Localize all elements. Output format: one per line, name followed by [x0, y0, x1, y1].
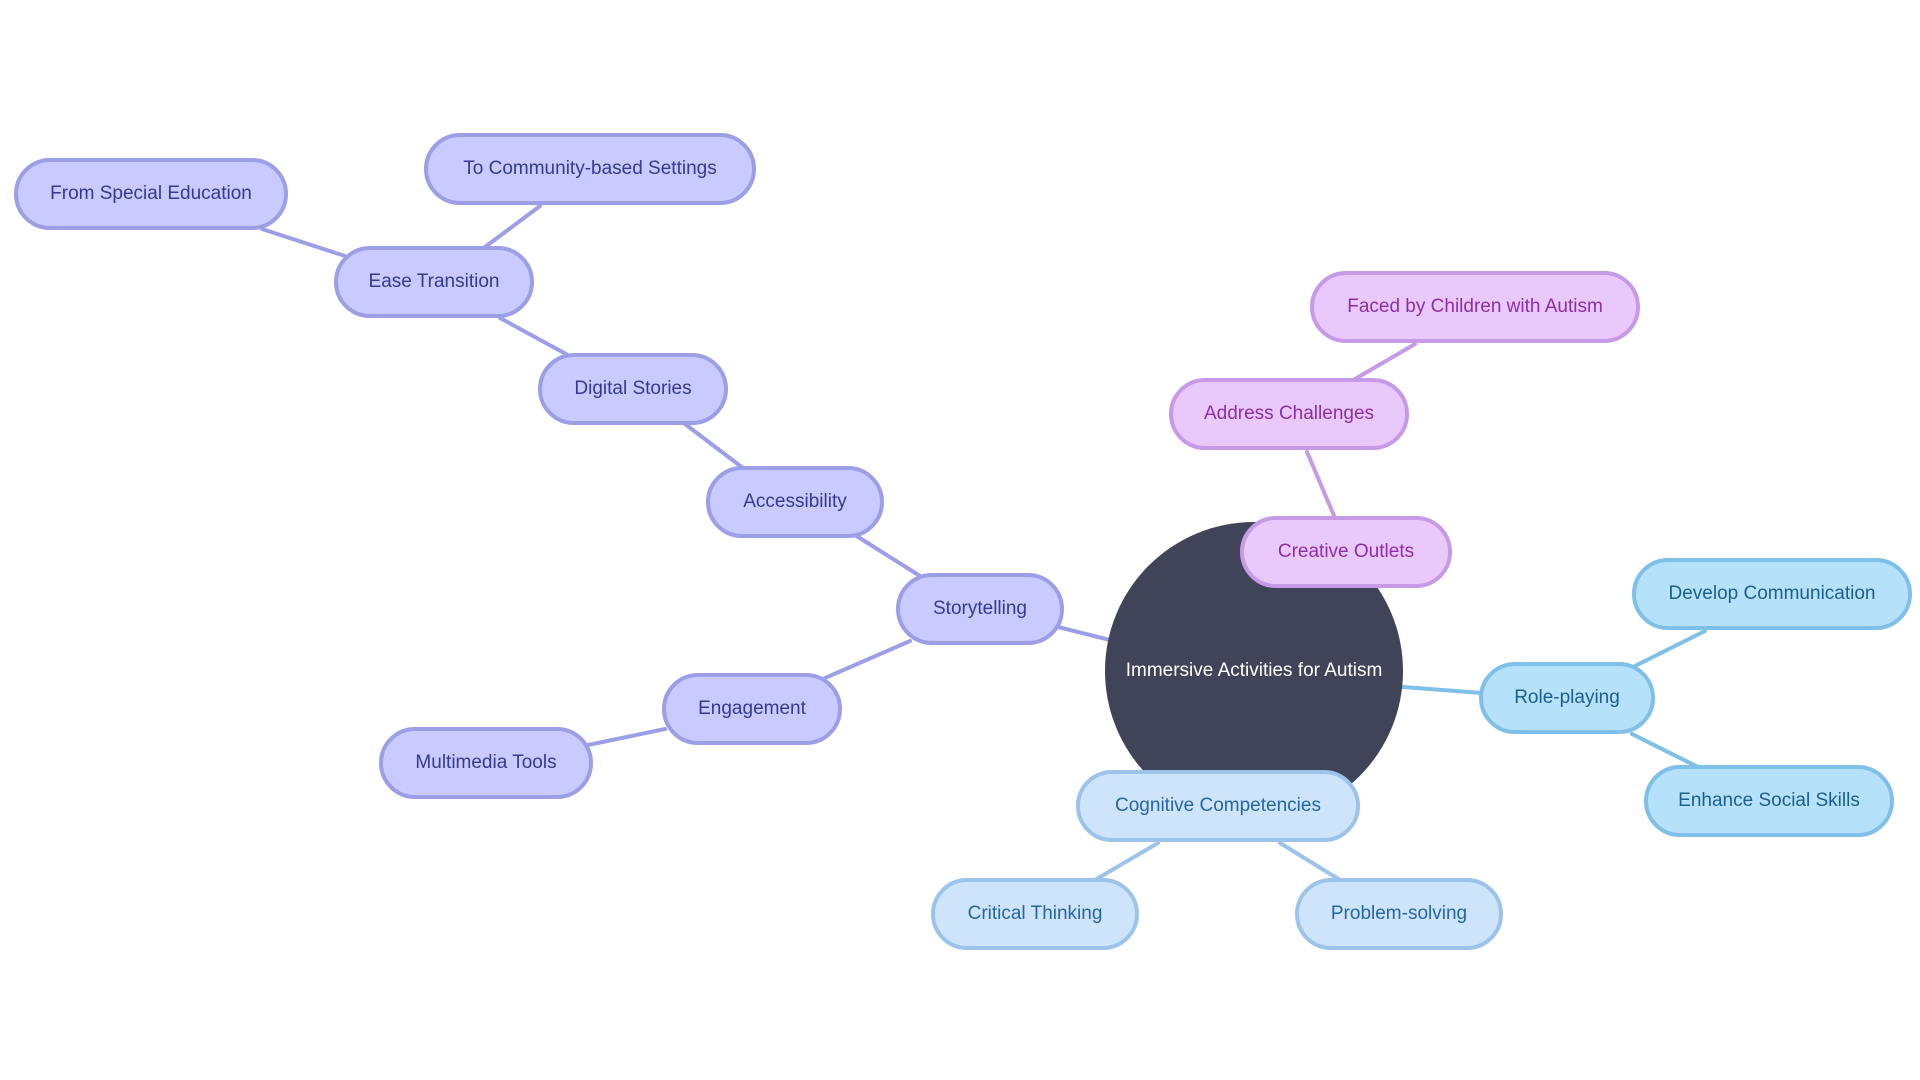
- node-cognitive-competencies[interactable]: Cognitive Competencies: [1076, 770, 1360, 842]
- link-storytelling-engagement: [823, 639, 912, 680]
- central-topic-label: Immersive Activities for Autism: [1125, 660, 1383, 681]
- link-role-playing-communication: [1633, 629, 1707, 668]
- node-problem-solving[interactable]: Problem-solving: [1295, 878, 1503, 950]
- node-storytelling[interactable]: Storytelling: [896, 573, 1064, 645]
- node-faced-by-children-label: Faced by Children with Autism: [1347, 296, 1603, 317]
- link-ease-transition-community: [483, 204, 542, 249]
- node-multimedia-tools[interactable]: Multimedia Tools: [379, 727, 593, 799]
- node-develop-communication[interactable]: Develop Communication: [1632, 558, 1912, 630]
- node-faced-by-children[interactable]: Faced by Children with Autism: [1310, 271, 1640, 343]
- node-role-playing[interactable]: Role-playing: [1479, 662, 1655, 734]
- node-critical-thinking-label: Critical Thinking: [967, 903, 1103, 924]
- node-problem-solving-label: Problem-solving: [1330, 903, 1468, 924]
- node-develop-communication-label: Develop Communication: [1668, 583, 1876, 604]
- node-engagement-label: Engagement: [698, 698, 806, 719]
- node-address-challenges[interactable]: Address Challenges: [1169, 378, 1409, 450]
- link-address-challenges-faced: [1353, 342, 1417, 381]
- node-role-playing-label: Role-playing: [1514, 687, 1620, 708]
- link-cognitive-problem-solving: [1278, 841, 1342, 882]
- node-from-special-education[interactable]: From Special Education: [14, 158, 288, 230]
- node-digital-stories-label: Digital Stories: [574, 378, 692, 399]
- link-role-playing-social: [1630, 732, 1702, 770]
- node-multimedia-tools-label: Multimedia Tools: [415, 752, 557, 773]
- link-storytelling-accessibility: [853, 533, 922, 578]
- node-accessibility[interactable]: Accessibility: [706, 466, 884, 538]
- node-critical-thinking[interactable]: Critical Thinking: [931, 878, 1139, 950]
- node-digital-stories[interactable]: Digital Stories: [538, 353, 728, 425]
- link-engagement-multimedia: [586, 727, 667, 747]
- node-to-community-settings[interactable]: To Community-based Settings: [424, 133, 756, 205]
- node-engagement[interactable]: Engagement: [662, 673, 842, 745]
- link-cognitive-critical-thinking: [1093, 841, 1160, 882]
- node-storytelling-label: Storytelling: [933, 598, 1027, 619]
- link-center-role-playing: [1401, 685, 1484, 695]
- link-digital-stories-ease-transition: [498, 316, 568, 356]
- node-ease-transition-label: Ease Transition: [368, 271, 500, 292]
- node-enhance-social-skills[interactable]: Enhance Social Skills: [1644, 765, 1894, 837]
- link-center-creative-outlets: [1305, 450, 1337, 520]
- node-cognitive-competencies-label: Cognitive Competencies: [1115, 795, 1321, 816]
- node-enhance-social-skills-label: Enhance Social Skills: [1678, 790, 1860, 811]
- link-ease-transition-special-education: [260, 227, 347, 258]
- node-from-special-education-label: From Special Education: [50, 183, 252, 204]
- node-to-community-settings-label: To Community-based Settings: [463, 158, 717, 179]
- node-creative-outlets[interactable]: Creative Outlets: [1240, 516, 1452, 588]
- node-creative-outlets-label: Creative Outlets: [1277, 541, 1415, 562]
- link-center-storytelling: [1048, 623, 1112, 642]
- link-accessibility-digital-stories: [683, 422, 745, 470]
- node-address-challenges-label: Address Challenges: [1203, 403, 1375, 424]
- node-ease-transition[interactable]: Ease Transition: [334, 246, 534, 318]
- node-accessibility-label: Accessibility: [743, 491, 847, 512]
